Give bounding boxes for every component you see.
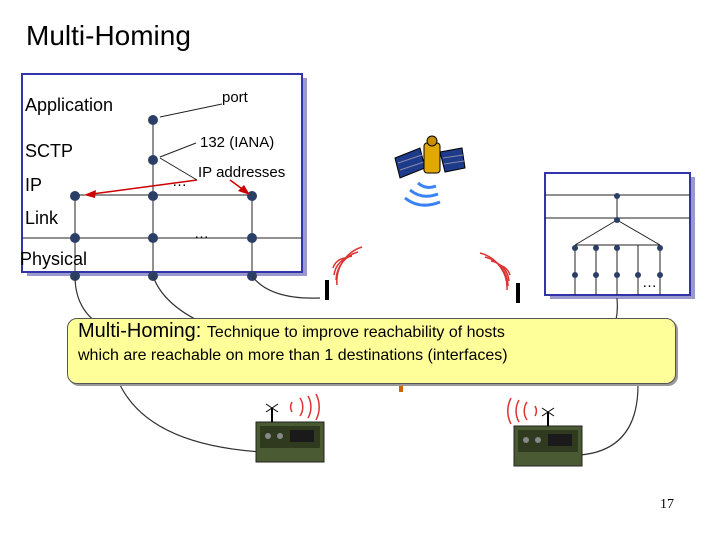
stack-node: [572, 272, 578, 278]
right-protocol-stack: [544, 172, 695, 299]
radio-unit-icon: [507, 397, 583, 467]
stack-node: [614, 193, 620, 199]
stack-node: [148, 115, 158, 125]
stack-node: [70, 233, 80, 243]
stack-node: [614, 217, 620, 223]
callout-line2: which are reachable on more than 1 desti…: [78, 347, 508, 364]
stack-node: [70, 191, 80, 201]
callout-heading: Multi-Homing: Technique to improve reach…: [78, 320, 505, 343]
stack-node: [247, 233, 257, 243]
callout-lead: Multi-Homing:: [78, 320, 202, 342]
page-title: Multi-Homing: [26, 20, 191, 51]
layer-label-physical: Physical: [20, 249, 88, 269]
layer-label-link: Link: [25, 208, 59, 228]
ellipsis-ip: …: [172, 173, 187, 190]
antenna-icon: [479, 252, 520, 303]
stack-node: [247, 191, 257, 201]
ip-addresses-annotation: IP addresses: [198, 164, 286, 181]
page-number: 17: [660, 497, 674, 512]
left-protocol-stack: [21, 73, 307, 281]
layer-label-application: Application: [25, 95, 114, 115]
stack-node: [614, 245, 620, 251]
satellite-icon: [394, 135, 466, 207]
stack-node: [657, 245, 663, 251]
stack-node: [148, 155, 158, 165]
layer-label-ip: IP: [25, 175, 43, 195]
ellipsis-link: …: [194, 225, 209, 242]
layer-label-sctp: SCTP: [25, 141, 74, 161]
stack-node: [148, 233, 158, 243]
stack-node: [148, 191, 158, 201]
stack-node: [593, 245, 599, 251]
antenna-icon: [325, 246, 363, 300]
stack-node: [657, 272, 663, 278]
radio-unit-icon: [255, 393, 325, 463]
definition-callout: [67, 318, 676, 384]
stack-node: [635, 272, 641, 278]
link-marker: [399, 384, 403, 392]
ellipsis-right-stack: …: [642, 274, 657, 291]
stack-node: [572, 245, 578, 251]
stack-node: [593, 272, 599, 278]
port-annotation: port: [222, 89, 248, 106]
iana-annotation: 132 (IANA): [200, 134, 275, 151]
callout-rest: Technique to improve reachability of hos…: [206, 324, 505, 341]
stack-node: [614, 272, 620, 278]
